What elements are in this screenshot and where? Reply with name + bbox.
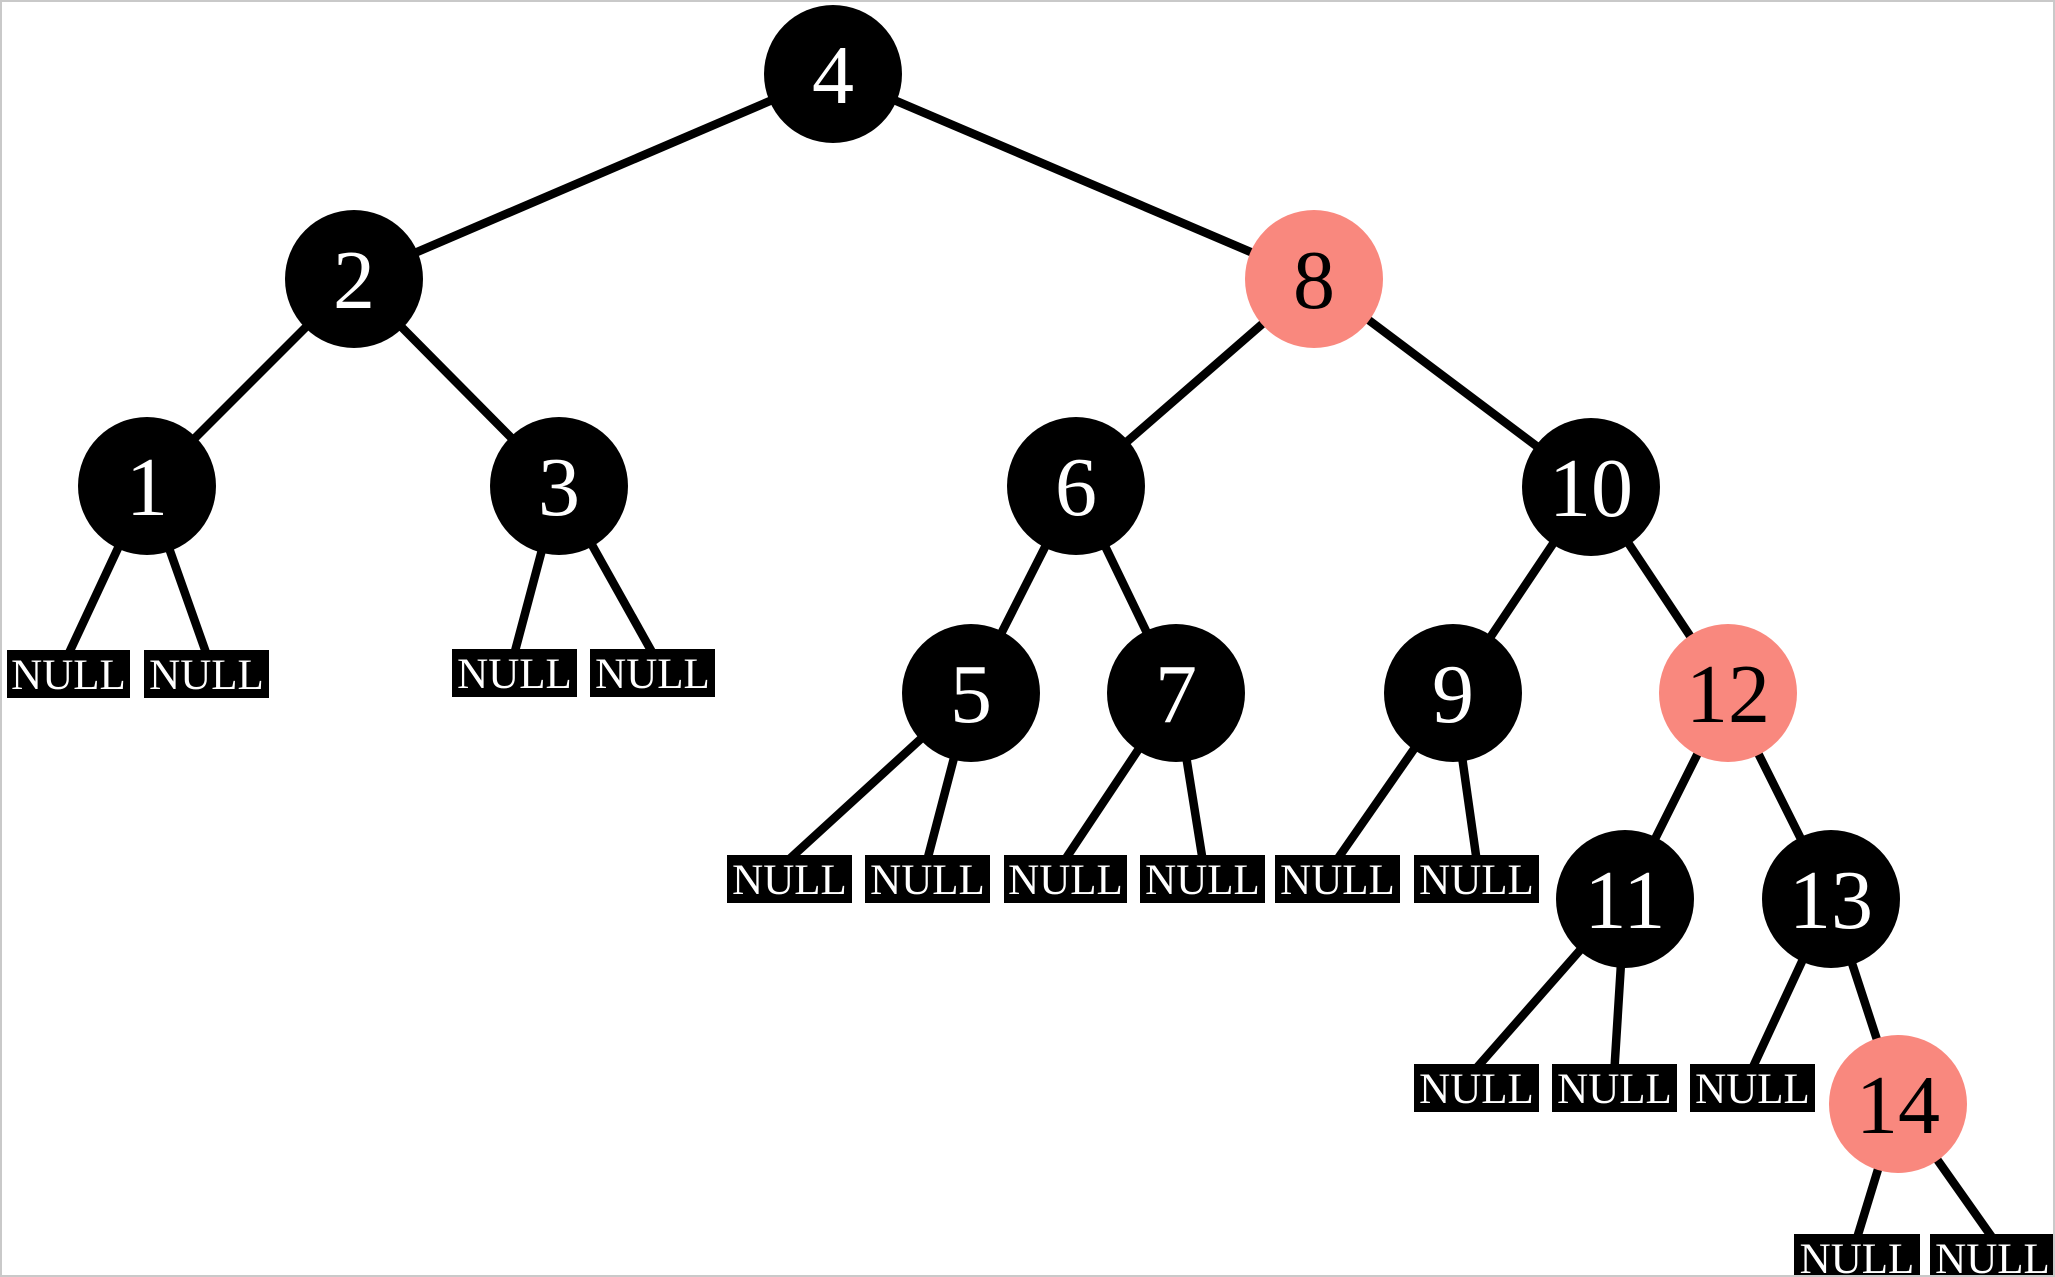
null-box xyxy=(1414,1064,1539,1112)
null-box xyxy=(7,650,130,698)
null-leaf-11-left: NULL xyxy=(1414,1064,1539,1113)
black-node-circle xyxy=(1007,417,1145,555)
tree-node-13: 13 xyxy=(1762,830,1900,968)
null-box xyxy=(590,649,715,697)
null-leaf-7-right: NULL xyxy=(1140,855,1265,904)
null-leaf-3-left: NULL xyxy=(452,649,577,698)
node-value-label: 7 xyxy=(1155,648,1197,741)
tree-node-6: 6 xyxy=(1007,417,1145,555)
node-value-label: 9 xyxy=(1432,648,1474,741)
edge-4-8 xyxy=(831,70,1316,283)
null-box xyxy=(1552,1064,1677,1112)
null-label: NULL xyxy=(1280,857,1395,904)
null-label: NULL xyxy=(732,857,847,904)
null-label: NULL xyxy=(1419,1066,1534,1113)
black-node-circle xyxy=(285,210,423,348)
null-label: NULL xyxy=(1145,857,1260,904)
null-box xyxy=(1414,855,1539,903)
null-leaf-1-right: NULL xyxy=(144,650,269,699)
null-leaf-3-right: NULL xyxy=(590,649,715,698)
node-value-label: 3 xyxy=(538,441,580,534)
black-node-circle xyxy=(902,624,1040,762)
red-node-circle xyxy=(1245,210,1383,348)
node-value-label: 2 xyxy=(333,234,375,327)
null-label: NULL xyxy=(1419,857,1534,904)
black-node-circle xyxy=(1556,830,1694,968)
null-box xyxy=(1794,1234,1920,1275)
null-label: NULL xyxy=(457,651,572,698)
black-node-circle xyxy=(490,417,628,555)
tree-node-11: 11 xyxy=(1556,830,1694,968)
null-label: NULL xyxy=(1557,1066,1672,1113)
null-box xyxy=(865,855,990,903)
null-leaf-14-left: NULL xyxy=(1794,1234,1920,1277)
null-box xyxy=(452,649,577,697)
null-box xyxy=(1275,855,1400,903)
edge-4-2 xyxy=(352,70,835,283)
black-node-circle xyxy=(1107,624,1245,762)
null-label: NULL xyxy=(870,857,985,904)
null-leaf-9-left: NULL xyxy=(1275,855,1400,904)
node-value-label: 13 xyxy=(1789,854,1873,947)
tree-node-5: 5 xyxy=(902,624,1040,762)
null-label: NULL xyxy=(1008,857,1123,904)
black-node-circle xyxy=(1522,418,1660,556)
null-leaf-11-right: NULL xyxy=(1552,1064,1677,1113)
node-value-label: 10 xyxy=(1549,442,1633,535)
red-node-circle xyxy=(1829,1035,1967,1173)
black-node-circle xyxy=(78,417,216,555)
node-value-label: 5 xyxy=(950,648,992,741)
null-leaf-5-right: NULL xyxy=(865,855,990,904)
null-label: NULL xyxy=(1695,1066,1810,1113)
tree-node-7: 7 xyxy=(1107,624,1245,762)
tree-node-4: 4 xyxy=(764,5,902,143)
tree-node-3: 3 xyxy=(490,417,628,555)
node-value-label: 6 xyxy=(1055,441,1097,534)
node-value-label: 12 xyxy=(1686,648,1770,741)
null-label: NULL xyxy=(595,651,710,698)
null-box xyxy=(144,650,269,698)
null-box xyxy=(1930,1234,2053,1275)
tree-node-14: 14 xyxy=(1829,1035,1967,1173)
node-value-label: 8 xyxy=(1293,234,1335,327)
node-value-label: 4 xyxy=(812,29,854,122)
null-label: NULL xyxy=(1935,1236,2050,1277)
null-box xyxy=(1004,855,1127,903)
null-leaf-7-left: NULL xyxy=(1004,855,1127,904)
null-leaf-13-left: NULL xyxy=(1690,1064,1815,1113)
tree-node-10: 10 xyxy=(1522,418,1660,556)
black-node-circle xyxy=(764,5,902,143)
null-box xyxy=(1140,855,1265,903)
null-box xyxy=(1690,1064,1815,1112)
null-label: NULL xyxy=(149,652,264,699)
black-node-circle xyxy=(1762,830,1900,968)
tree-node-9: 9 xyxy=(1384,624,1522,762)
null-label: NULL xyxy=(11,652,126,699)
tree-node-1: 1 xyxy=(78,417,216,555)
null-leaf-1-left: NULL xyxy=(7,650,130,699)
tree-node-2: 2 xyxy=(285,210,423,348)
null-label: NULL xyxy=(1800,1236,1915,1277)
tree-node-8: 8 xyxy=(1245,210,1383,348)
red-node-circle xyxy=(1659,624,1797,762)
null-leaf-5-left: NULL xyxy=(727,855,852,904)
black-node-circle xyxy=(1384,624,1522,762)
node-value-label: 11 xyxy=(1585,854,1666,947)
tree-node-12: 12 xyxy=(1659,624,1797,762)
null-leaf-9-right: NULL xyxy=(1414,855,1539,904)
node-value-label: 1 xyxy=(126,441,168,534)
null-leaf-14-right: NULL xyxy=(1930,1234,2053,1277)
node-value-label: 14 xyxy=(1856,1059,1940,1152)
null-box xyxy=(727,855,852,903)
